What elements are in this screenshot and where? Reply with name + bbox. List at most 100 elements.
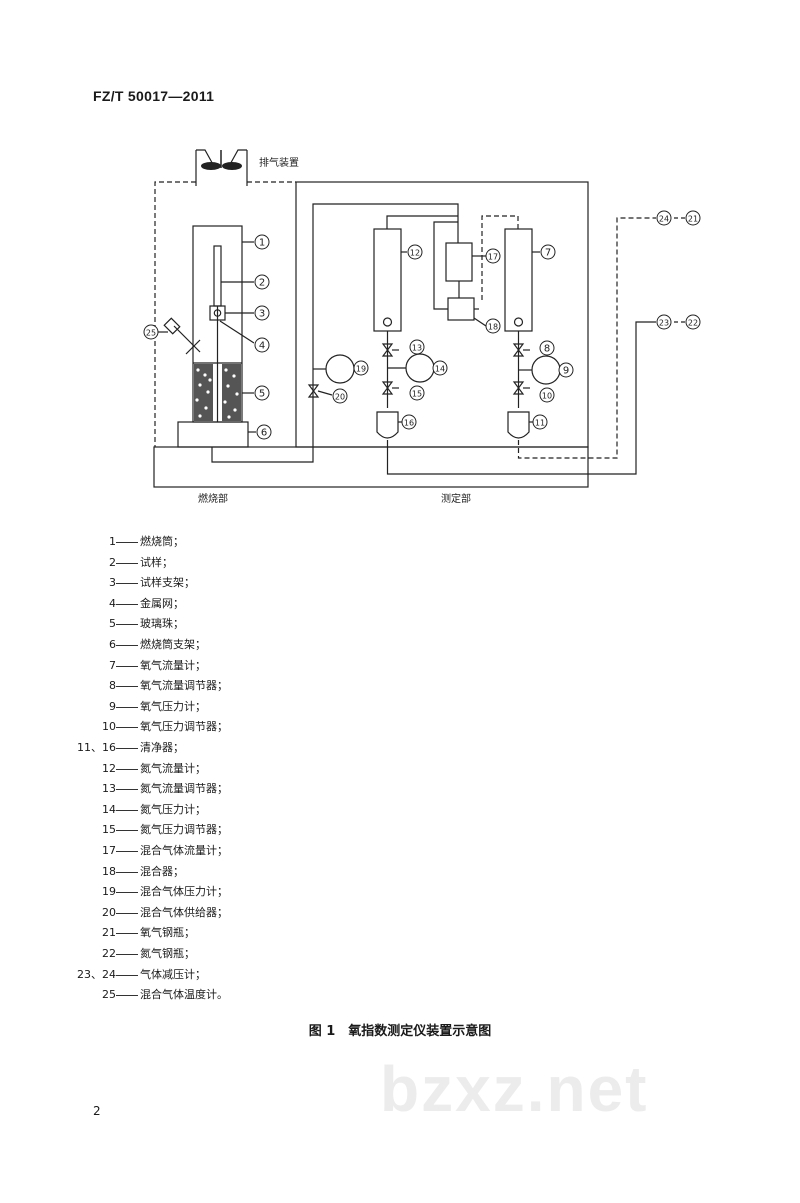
callout-25-label: 25 — [146, 329, 156, 338]
legend-item-dash — [116, 542, 138, 543]
legend-item-text: 燃烧筒支架； — [140, 638, 206, 651]
purifier-16 — [376, 411, 399, 439]
legend-item-text: 氮气流量计； — [140, 761, 206, 775]
legend-item-text: 混合气体温度计。 — [140, 988, 228, 1002]
callout-19 — [353, 360, 369, 376]
callout-6 — [256, 424, 272, 440]
legend-item-dash — [116, 624, 138, 626]
exhaust-fan-icon — [201, 150, 242, 170]
legend-item-text: 混合器； — [140, 864, 184, 878]
legend-item-text: 氮气钢瓶； — [140, 947, 195, 960]
callout-13 — [409, 339, 425, 355]
legend-item-text: 清净器； — [140, 741, 184, 754]
exhaust-label: 排气装置 — [259, 156, 299, 169]
legend-item-number: 6 — [109, 638, 116, 651]
callout-15-label: 15 — [412, 390, 422, 399]
callout-19-label: 19 — [356, 365, 366, 374]
legend-item-text: 氧气压力调节器； — [140, 720, 228, 734]
callout-10-label: 10 — [542, 392, 552, 401]
callout-21-label: 21 — [688, 215, 698, 224]
legend-item-number: 15 — [102, 823, 116, 837]
callout-7 — [540, 244, 556, 260]
callout-14 — [432, 360, 448, 376]
callout-9 — [558, 362, 574, 378]
legend-item-dash — [116, 789, 138, 791]
callout-22 — [685, 314, 701, 330]
callout-16 — [401, 414, 417, 430]
callout-20 — [332, 388, 348, 404]
legend-item-dash — [116, 974, 138, 976]
flowmeter-7-outlet — [481, 215, 519, 300]
nitrogen-pressure-valve — [381, 381, 394, 395]
watermark: bzxz.net — [380, 1053, 649, 1125]
nitrogen-supply-line — [386, 321, 656, 475]
callout-25 — [143, 324, 159, 340]
oxygen-supply-line — [517, 217, 656, 459]
callout-11 — [532, 414, 548, 430]
legend-item-dash — [116, 706, 138, 708]
callout-13-label: 13 — [412, 344, 422, 353]
legend-item-number: 4 — [109, 596, 116, 610]
callout-10 — [539, 387, 555, 403]
legend-item-number: 17 — [102, 844, 116, 857]
legend-item-text: 氧气流量调节器； — [140, 679, 228, 693]
callout-16-label: 16 — [404, 419, 414, 428]
callout-5-label: 5 — [259, 389, 265, 400]
exhaust-duct-left — [154, 181, 196, 447]
mixed-gas-flowmeter — [445, 242, 473, 282]
callout-6-label: 6 — [261, 428, 267, 439]
legend-item-number: 19 — [102, 885, 116, 899]
legend-item-dash — [116, 892, 138, 894]
callout-12 — [407, 244, 423, 260]
legend-item-text: 试样； — [140, 555, 173, 569]
callout-15 — [409, 385, 425, 401]
legend-item-dash — [116, 686, 138, 688]
legend-item-dash — [116, 851, 138, 852]
feed-line — [211, 203, 459, 463]
legend-item-dash — [116, 809, 138, 811]
legend-item-text: 试样支架； — [140, 576, 195, 590]
callouts — [143, 210, 701, 440]
nitrogen-flowmeter — [373, 228, 402, 332]
legend-item-dash — [116, 583, 138, 585]
legend-item-number: 14 — [102, 802, 116, 816]
legend-item-number: 21 — [102, 926, 116, 940]
flowmeter-12-outlet — [386, 215, 458, 229]
exhaust-hood — [195, 149, 248, 186]
callout-22-label: 22 — [688, 319, 698, 328]
callout-24-label: 24 — [659, 215, 669, 224]
thermometer — [163, 317, 201, 355]
specimen — [213, 245, 222, 307]
callout-5 — [254, 385, 270, 401]
legend-item-text: 氮气压力计； — [140, 802, 206, 816]
legend-item-number: 12 — [102, 761, 116, 775]
figure-caption: 图 1 氧指数测定仪装置示意图 — [308, 1024, 492, 1039]
legend-item-dash — [116, 727, 138, 729]
mixer — [447, 297, 475, 321]
legend-item-text: 玻璃珠； — [140, 617, 184, 631]
callout-11-label: 11 — [535, 419, 545, 428]
purifier-11 — [507, 411, 530, 439]
legend-item-number: 25 — [102, 988, 116, 1002]
legend-item-number: 10 — [102, 720, 116, 734]
legend-item-text: 混合气体流量计； — [140, 844, 228, 857]
legend-item-number: 11、16 — [77, 741, 116, 754]
callout-1-label: 1 — [259, 238, 265, 249]
callout-20-label: 20 — [335, 393, 345, 402]
measurement-enclosure — [295, 181, 589, 448]
oxygen-pressure-valve — [512, 381, 525, 395]
callout-24 — [656, 210, 672, 226]
base-platform — [153, 446, 589, 488]
legend-item-number: 13 — [102, 782, 116, 796]
callout-1 — [254, 234, 270, 250]
callout-2-label: 2 — [259, 278, 265, 289]
callout-23 — [656, 314, 672, 330]
callout-18 — [485, 318, 501, 334]
legend-item-dash — [116, 665, 138, 667]
legend-item-dash — [116, 954, 138, 955]
document-code: FZ/T 50017—2011 — [93, 88, 215, 104]
callout-23-label: 23 — [659, 319, 669, 328]
callout-4 — [254, 337, 270, 353]
callout-17-label: 17 — [488, 253, 498, 262]
legend-item-dash — [116, 871, 138, 873]
